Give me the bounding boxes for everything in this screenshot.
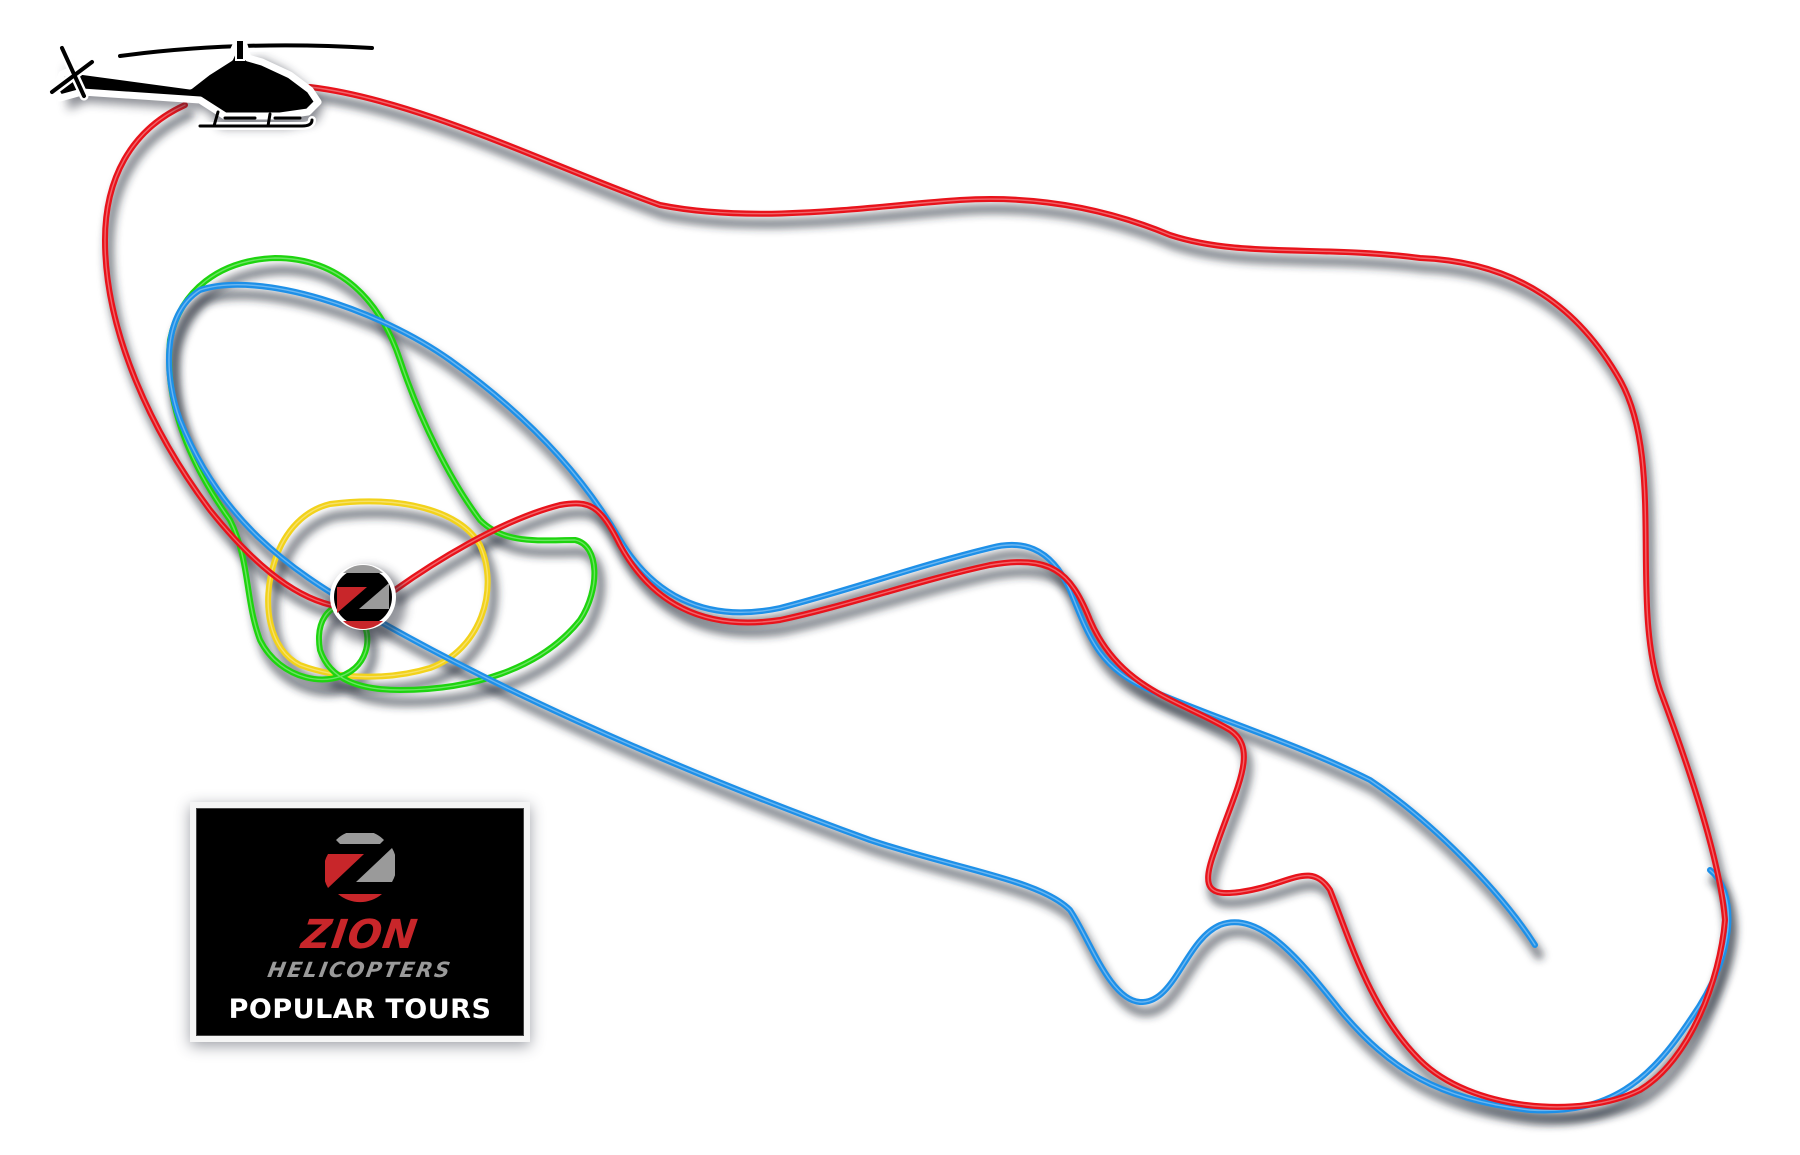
green-route[interactable] bbox=[166, 255, 598, 693]
red-route[interactable] bbox=[102, 84, 1728, 1110]
zion-z-logo-icon bbox=[325, 833, 395, 903]
tours-legend-card: ZION HELICOPTERS POPULAR TOURS bbox=[190, 802, 530, 1042]
helicopter-icon bbox=[47, 39, 378, 130]
brand-name: ZION bbox=[299, 912, 421, 958]
logo-card-inner: ZION HELICOPTERS POPULAR TOURS bbox=[196, 808, 524, 1036]
blue-route[interactable] bbox=[166, 281, 1732, 1114]
tagline-popular-tours: POPULAR TOURS bbox=[228, 994, 492, 1025]
brand-subtitle: HELICOPTERS bbox=[266, 958, 454, 982]
zion-base-marker[interactable] bbox=[330, 564, 406, 643]
yellow-route[interactable] bbox=[265, 498, 491, 680]
